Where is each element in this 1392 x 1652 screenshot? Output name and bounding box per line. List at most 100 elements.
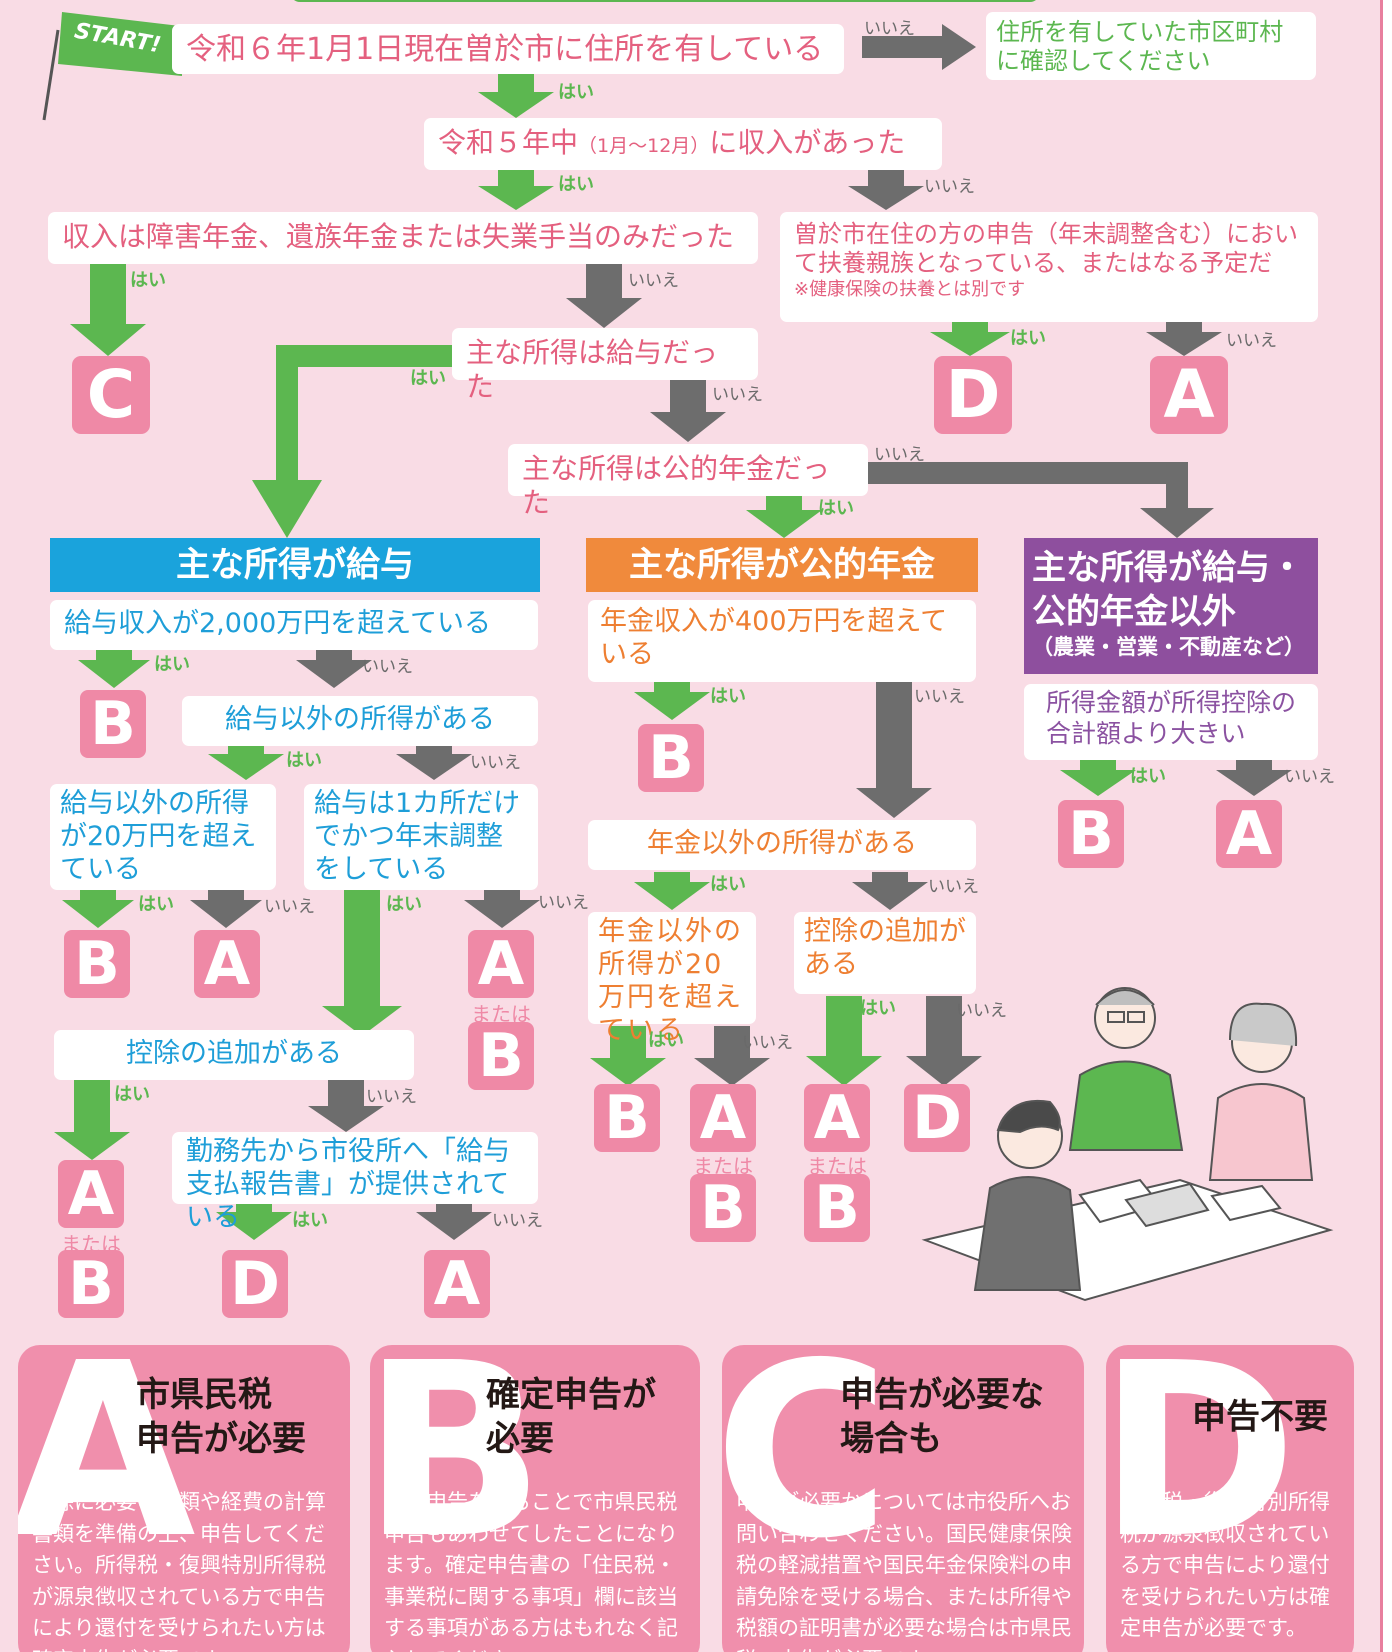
sal-question-deduction: 控除の追加がある [54, 1030, 414, 1080]
arrow-q1-no [862, 24, 976, 70]
q2-tail: に収入があった [709, 126, 906, 159]
arrow-pen-q3-yes [590, 1026, 666, 1086]
card-a-title-line2: 申告が必要 [136, 1419, 306, 1460]
sal-result-a3: A [58, 1160, 124, 1228]
result-check-municipality: 住所を有していた市区町村に確認してください [986, 12, 1316, 80]
arrow-q6-yes [746, 492, 822, 538]
sal-question-over-20m: 給与収入が2,000万円を超えている [50, 600, 538, 650]
label-yes-sal-q4: はい [386, 894, 422, 915]
arrow-q5-no [650, 380, 726, 442]
consultation-illustration [921, 987, 1334, 1302]
card-b-title-line1: 確定申告が [486, 1375, 656, 1415]
card-c-title-line1: 申告が必要な [840, 1375, 1044, 1415]
sal-result-b2: B [64, 930, 130, 998]
label-yes-sal-q6: はい [292, 1210, 328, 1231]
card-a-letter: A [18, 1345, 196, 1591]
arrow-sal-q5-no [308, 1080, 384, 1132]
arrow-pen-q4-no [906, 996, 982, 1086]
pen-result-a2: A [804, 1084, 870, 1152]
label-no-sal-q6: いいえ [492, 1211, 543, 1231]
card-c: C 申告が必要な 場合も 申告が必要かについては市役所へお問い合わせください。国… [722, 1345, 1084, 1652]
question-pension-only: 収入は障害年金、遺族年金または失業手当のみだった [48, 212, 758, 264]
label-yes-q1: はい [558, 82, 594, 103]
question-main-pension: 主な所得は公的年金だった [508, 444, 868, 519]
arrow-pen-q2-no [852, 872, 928, 910]
arrow-sal-q6-no [416, 1202, 492, 1240]
arrow-sal-q5-yes [54, 1080, 130, 1160]
arrow-sal-q3-yes [62, 890, 134, 928]
sal-question-payment-report: 勤務先から市役所へ「給与支払報告書」が提供されている [172, 1132, 538, 1233]
label-no-q1: いいえ [864, 19, 915, 39]
header-other: 主な所得が給与・公的年金以外 （農業・営業・不動産など） [1024, 538, 1318, 674]
label-yes-pen-q3: はい [648, 1030, 684, 1051]
result-a-top: A [1150, 356, 1228, 434]
header-other-title: 主な所得が給与・公的年金以外 [1032, 548, 1304, 633]
label-yes-q3: はい [130, 270, 166, 291]
label-no-q4: いいえ [1226, 331, 1277, 351]
arrow-q3-yes [70, 262, 146, 356]
label-yes-pen-q1: はい [710, 686, 746, 707]
sal-result-a4: A [424, 1250, 490, 1318]
pen-result-a1: A [690, 1084, 756, 1152]
arrow-sal-q1-yes [78, 650, 150, 688]
label-yes-pen-q2: はい [710, 874, 746, 895]
arrow-sal-q4-yes [322, 890, 402, 1036]
arrow-pen-q1-no [856, 682, 932, 818]
sal-result-d1: D [222, 1250, 288, 1318]
pen-question-over-4m: 年金収入が400万円を超えている [588, 600, 976, 682]
sal-question-other-over-200k: 給与以外の所得が20万円を超えている [50, 784, 276, 890]
label-no-sal-q2: いいえ [470, 753, 521, 773]
sal-result-b4: B [58, 1250, 124, 1318]
question-residence: 令和６年1月1日現在曽於市に住所を有している [172, 24, 844, 74]
header-other-subtitle: （農業・営業・不動産など） [1032, 635, 1305, 660]
oth-result-b1: B [1058, 800, 1124, 868]
arrow-pen-q2-yes [634, 872, 710, 910]
arrow-q4-no [1146, 322, 1222, 356]
pen-result-b1: B [638, 724, 704, 792]
pen-question-other-over-200k: 年金以外の所得が20万円を超えている [588, 912, 756, 1046]
pen-question-other-income: 年金以外の所得がある [588, 820, 976, 870]
label-yes-sal-q2: はい [286, 750, 322, 771]
arrow-pen-q3-no [694, 1026, 770, 1086]
arrow-q2-no [848, 168, 924, 210]
question-dependent: 曽於市在住の方の申告（年末調整含む）において扶養親族となっている、またはなる予定… [780, 212, 1318, 322]
pen-result-b2: B [594, 1084, 660, 1152]
header-salary: 主な所得が給与 [50, 538, 540, 592]
card-d-title: 申告不要 [1192, 1395, 1328, 1439]
pen-result-d1: D [904, 1084, 970, 1152]
oth-result-a1: A [1216, 800, 1282, 868]
card-c-text: 申告が必要かについては市役所へお問い合わせください。国民健康保険税の軽減措置や国… [736, 1490, 1072, 1652]
card-d-letter: D [1106, 1345, 1298, 1591]
arrow-pen-q4-yes [806, 996, 882, 1086]
pen-result-b3: B [690, 1174, 756, 1242]
card-a-text: 控除に必要な書類や経費の計算書類を準備の上、申告してください。所得税・復興特別所… [32, 1490, 326, 1652]
q4-text: 曽於市在住の方の申告（年末調整含む）において扶養親族となっている、またはなる予定… [794, 220, 1298, 278]
question-main-salary: 主な所得は給与だった [452, 328, 758, 403]
label-yes-sal-q1: はい [154, 654, 190, 675]
label-no-oth-q1: いいえ [1284, 767, 1335, 787]
result-c-top: C [72, 356, 150, 434]
start-flag-icon [42, 12, 182, 121]
arrow-oth-q1-no [1216, 760, 1292, 796]
label-no-pen-q1: いいえ [914, 687, 965, 707]
card-b-title: 確定申告が 必要 [486, 1373, 656, 1461]
label-no-sal-q4: いいえ [538, 893, 589, 913]
label-yes-pen-q4: はい [860, 998, 896, 1019]
arrow-sal-q2-yes [208, 744, 284, 780]
card-b: B 確定申告が 必要 確定申告をすることで市県民税申告もあわせてしたことになりま… [370, 1345, 700, 1652]
sal-result-a2: A [468, 930, 534, 998]
label-no-q6: いいえ [874, 445, 925, 465]
question-income: 令和５年中（1月～12月）に収入があった [424, 118, 942, 170]
label-no-q3: いいえ [628, 271, 679, 291]
label-no-sal-q3: いいえ [264, 897, 315, 917]
arrow-oth-q1-yes [1060, 760, 1136, 796]
result-d-top: D [934, 356, 1012, 434]
q2-paren: （1月～12月） [578, 135, 710, 157]
label-yes-q2: はい [558, 174, 594, 195]
label-yes-sal-q3: はい [138, 894, 174, 915]
card-c-title-line2: 場合も [840, 1419, 942, 1460]
label-yes-q4: はい [1010, 328, 1046, 349]
card-b-text: 確定申告をすることで市県民税申告もあわせてしたことになります。確定申告書の「住民… [384, 1490, 678, 1652]
